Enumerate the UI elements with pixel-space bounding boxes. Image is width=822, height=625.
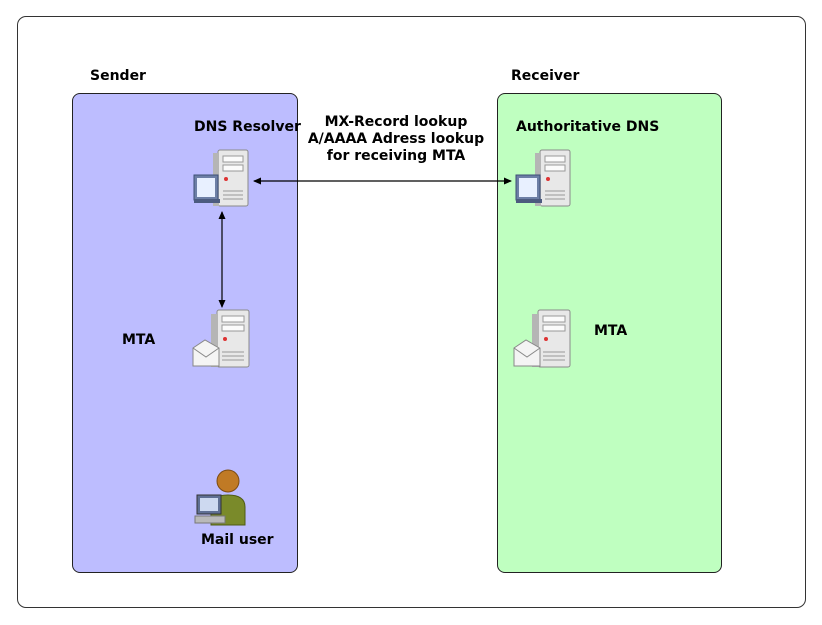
authoritative-dns-label: Authoritative DNS [516,119,660,135]
sender-zone [72,93,298,573]
dns-resolver-label: DNS Resolver [194,119,301,135]
authoritative-dns-icon [515,149,571,207]
lookup-annotation: MX-Record lookup A/AAAA Adress lookup fo… [306,114,486,165]
receiver-mta-icon [513,309,571,368]
mail-user-icon [194,469,246,526]
receiver-mta-label: MTA [594,323,628,339]
sender-title: Sender [90,68,146,84]
lookup-line-2: A/AAAA Adress lookup [307,131,485,147]
sender-mta-label: MTA [122,332,156,348]
lookup-line-1: MX-Record lookup [324,114,468,130]
mail-user-label: Mail user [201,532,274,548]
dns-resolver-icon [193,149,249,207]
sender-mta-icon [192,309,250,368]
receiver-title: Receiver [511,68,580,84]
lookup-line-3: for receiving MTA [326,148,466,164]
